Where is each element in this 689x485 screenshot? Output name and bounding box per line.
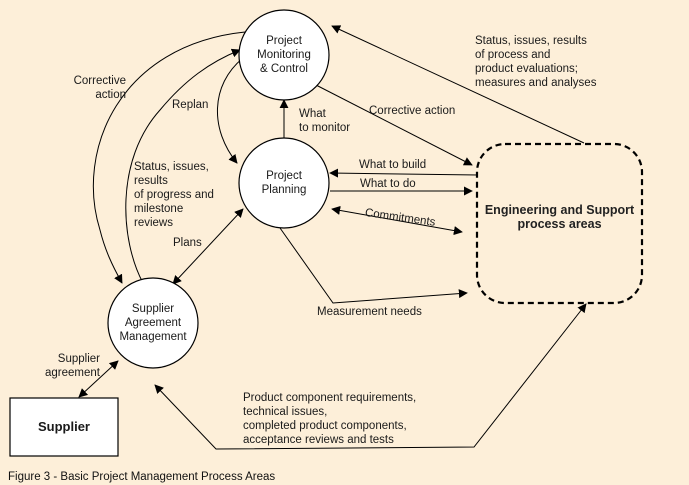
label-supplier-agreement: Supplier agreement xyxy=(45,353,100,379)
node-label-supplier-agreement: Supplier Agreement Management xyxy=(119,303,187,343)
edge-what-to-build xyxy=(329,168,479,178)
node-label-monitoring: Project Monitoring & Control xyxy=(257,35,311,75)
node-project-planning[interactable] xyxy=(238,137,330,229)
edge-replan xyxy=(217,57,244,164)
edge-product-component xyxy=(154,303,587,450)
edge-corrective-action-right xyxy=(315,84,473,166)
label-corrective-action-left: Corrective action xyxy=(73,75,126,101)
label-corrective-action-right: Corrective action xyxy=(369,105,456,117)
label-product-component: Product component requirements, technica… xyxy=(243,392,417,446)
label-replan: Replan xyxy=(172,99,209,111)
label-plans: Plans xyxy=(173,237,202,249)
edge-measurement-needs xyxy=(279,227,468,304)
label-status-progress-milestone: Status, issues, results of progress and … xyxy=(134,161,214,229)
label-measurement-needs: Measurement needs xyxy=(317,306,422,318)
node-label-supplier: Supplier xyxy=(37,419,90,434)
figure-caption: Figure 3 - Basic Project Management Proc… xyxy=(8,471,276,483)
edge-plans xyxy=(172,208,244,285)
node-project-monitoring-control[interactable] xyxy=(238,9,330,101)
node-supplier-agreement-management[interactable] xyxy=(107,277,199,369)
label-what-to-build: What to build xyxy=(359,159,427,171)
label-what-to-do: What to do xyxy=(360,178,416,190)
engineering-support-box[interactable] xyxy=(475,142,644,305)
node-label-engineering: Engineering and Support process areas xyxy=(484,203,635,231)
label-status-process-evaluations: Status, issues, results of process and p… xyxy=(475,35,597,89)
label-what-to-monitor: What to monitor xyxy=(299,108,351,134)
edge-corrective-action-left xyxy=(92,31,246,284)
edge-commitments xyxy=(331,205,463,236)
edge-status-process-evaluations xyxy=(331,25,585,144)
node-supplier[interactable] xyxy=(9,397,119,457)
edge-status-progress xyxy=(125,48,241,284)
node-label-planning: Project Planning xyxy=(261,170,307,196)
edge-supplier-agreement xyxy=(78,360,119,398)
